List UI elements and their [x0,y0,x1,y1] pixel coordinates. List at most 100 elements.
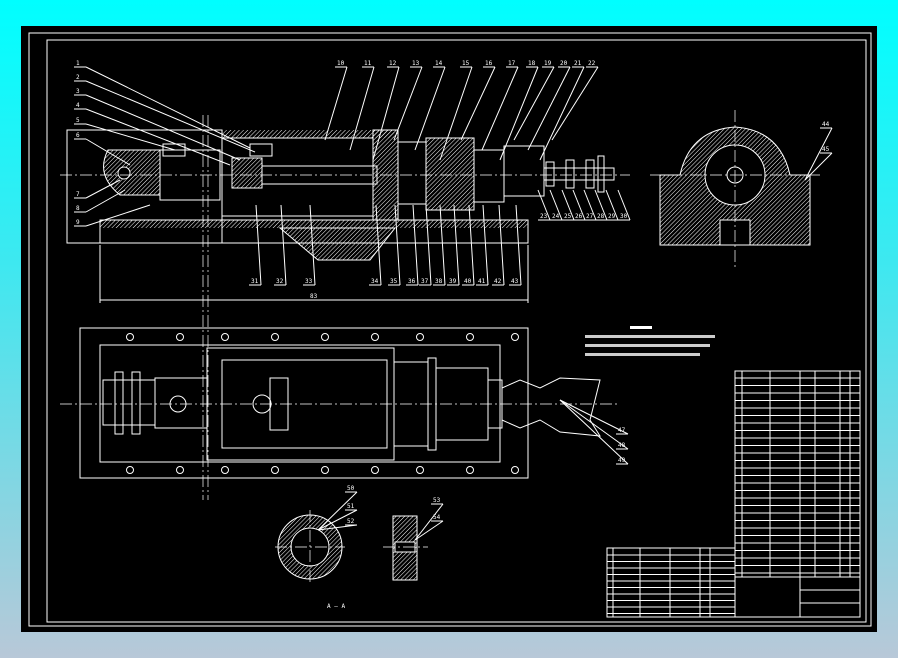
part-label-54: 54 [433,514,441,521]
part-label-32: 32 [276,278,284,285]
bolt-hole [321,333,329,341]
bolt-hole [221,333,229,341]
part-label-40: 40 [464,278,472,285]
leader-line [482,204,489,286]
part-label-9: 9 [76,219,80,226]
part-label-25: 25 [564,213,572,220]
leader-line [561,189,575,221]
leader-line [349,66,375,151]
detail-sleeve [383,515,428,581]
leader-line [412,204,419,286]
leader-line [372,66,400,161]
part-label-42: 42 [494,278,502,285]
leader-line [572,189,586,221]
leader-line [85,189,126,213]
part-label-4: 4 [76,102,80,109]
leader-line [309,204,316,286]
part-label-41: 41 [478,278,486,285]
bolt-hole [416,466,424,474]
leader-line [85,66,251,149]
leader-line [85,179,121,199]
part-label-24: 24 [552,213,560,220]
bolt-hole [511,333,519,341]
leader-line [85,123,176,151]
leader-line [499,66,539,161]
leader-line [559,399,629,450]
bolt-hole [176,466,184,474]
part-label-14: 14 [435,60,443,67]
bolt-hole [466,333,474,341]
detail-ring [275,510,345,585]
leader-line [375,204,382,286]
leader-line [605,189,619,221]
part-label-38: 38 [435,278,443,285]
section-label: A — A [327,603,345,610]
part-label-7: 7 [76,191,80,198]
bolt-hole [371,466,379,474]
leader-line [539,66,585,161]
part-label-15: 15 [462,60,470,67]
part-label-31: 31 [251,278,259,285]
part-label-50: 50 [347,485,355,492]
part-label-3: 3 [76,88,80,95]
part-label-5: 5 [76,117,80,124]
dimension-overall: 83 [310,293,318,300]
part-label-19: 19 [544,60,552,67]
leader-line [85,108,231,166]
part-label-44: 44 [822,121,830,128]
part-label-1: 1 [76,60,80,67]
leader-line [414,66,446,151]
bolt-hole [271,333,279,341]
part-label-33: 33 [305,278,313,285]
part-label-34: 34 [371,278,379,285]
leader-line [549,189,563,221]
leader-line [804,127,833,181]
part-label-43: 43 [511,278,519,285]
bolt-hole [466,466,474,474]
part-label-12: 12 [389,60,397,67]
part-label-6: 6 [76,132,80,139]
part-label-11: 11 [364,60,372,67]
part-label-21: 21 [574,60,582,67]
part-label-45: 45 [822,146,830,153]
leader-line [617,189,631,221]
part-label-17: 17 [508,60,516,67]
leader-line [551,66,599,141]
part-label-47: 47 [618,427,626,434]
leader-line [439,204,446,286]
part-label-35: 35 [390,278,398,285]
technical-notes [585,326,715,356]
leader-line [439,66,473,161]
part-label-2: 2 [76,74,80,81]
leader-line [559,399,629,435]
part-label-53: 53 [433,497,441,504]
side-view [650,110,820,270]
part-label-29: 29 [608,213,616,220]
part-label-23: 23 [540,213,548,220]
bolt-hole [321,466,329,474]
bolt-hole [416,333,424,341]
leader-line [583,189,597,221]
leader-line [559,399,629,465]
part-label-16: 16 [485,60,493,67]
leader-line [85,80,256,153]
leader-line [414,503,444,541]
part-label-51: 51 [347,503,355,510]
part-label-28: 28 [597,213,605,220]
leader-line [317,509,358,531]
leader-line [537,189,551,221]
part-label-20: 20 [560,60,568,67]
cad-drawing: 83 A — A [28,32,872,627]
bolt-hole [221,466,229,474]
leader-line [255,204,262,286]
front-view: 83 [60,129,630,303]
leader-line [324,66,348,141]
leader-line [317,491,358,531]
leader-line [527,66,571,151]
leader-line [513,66,555,141]
part-label-8: 8 [76,205,80,212]
outer-frame [28,32,872,627]
part-label-27: 27 [586,213,594,220]
leader-line [414,520,444,541]
part-label-49: 49 [618,457,626,464]
